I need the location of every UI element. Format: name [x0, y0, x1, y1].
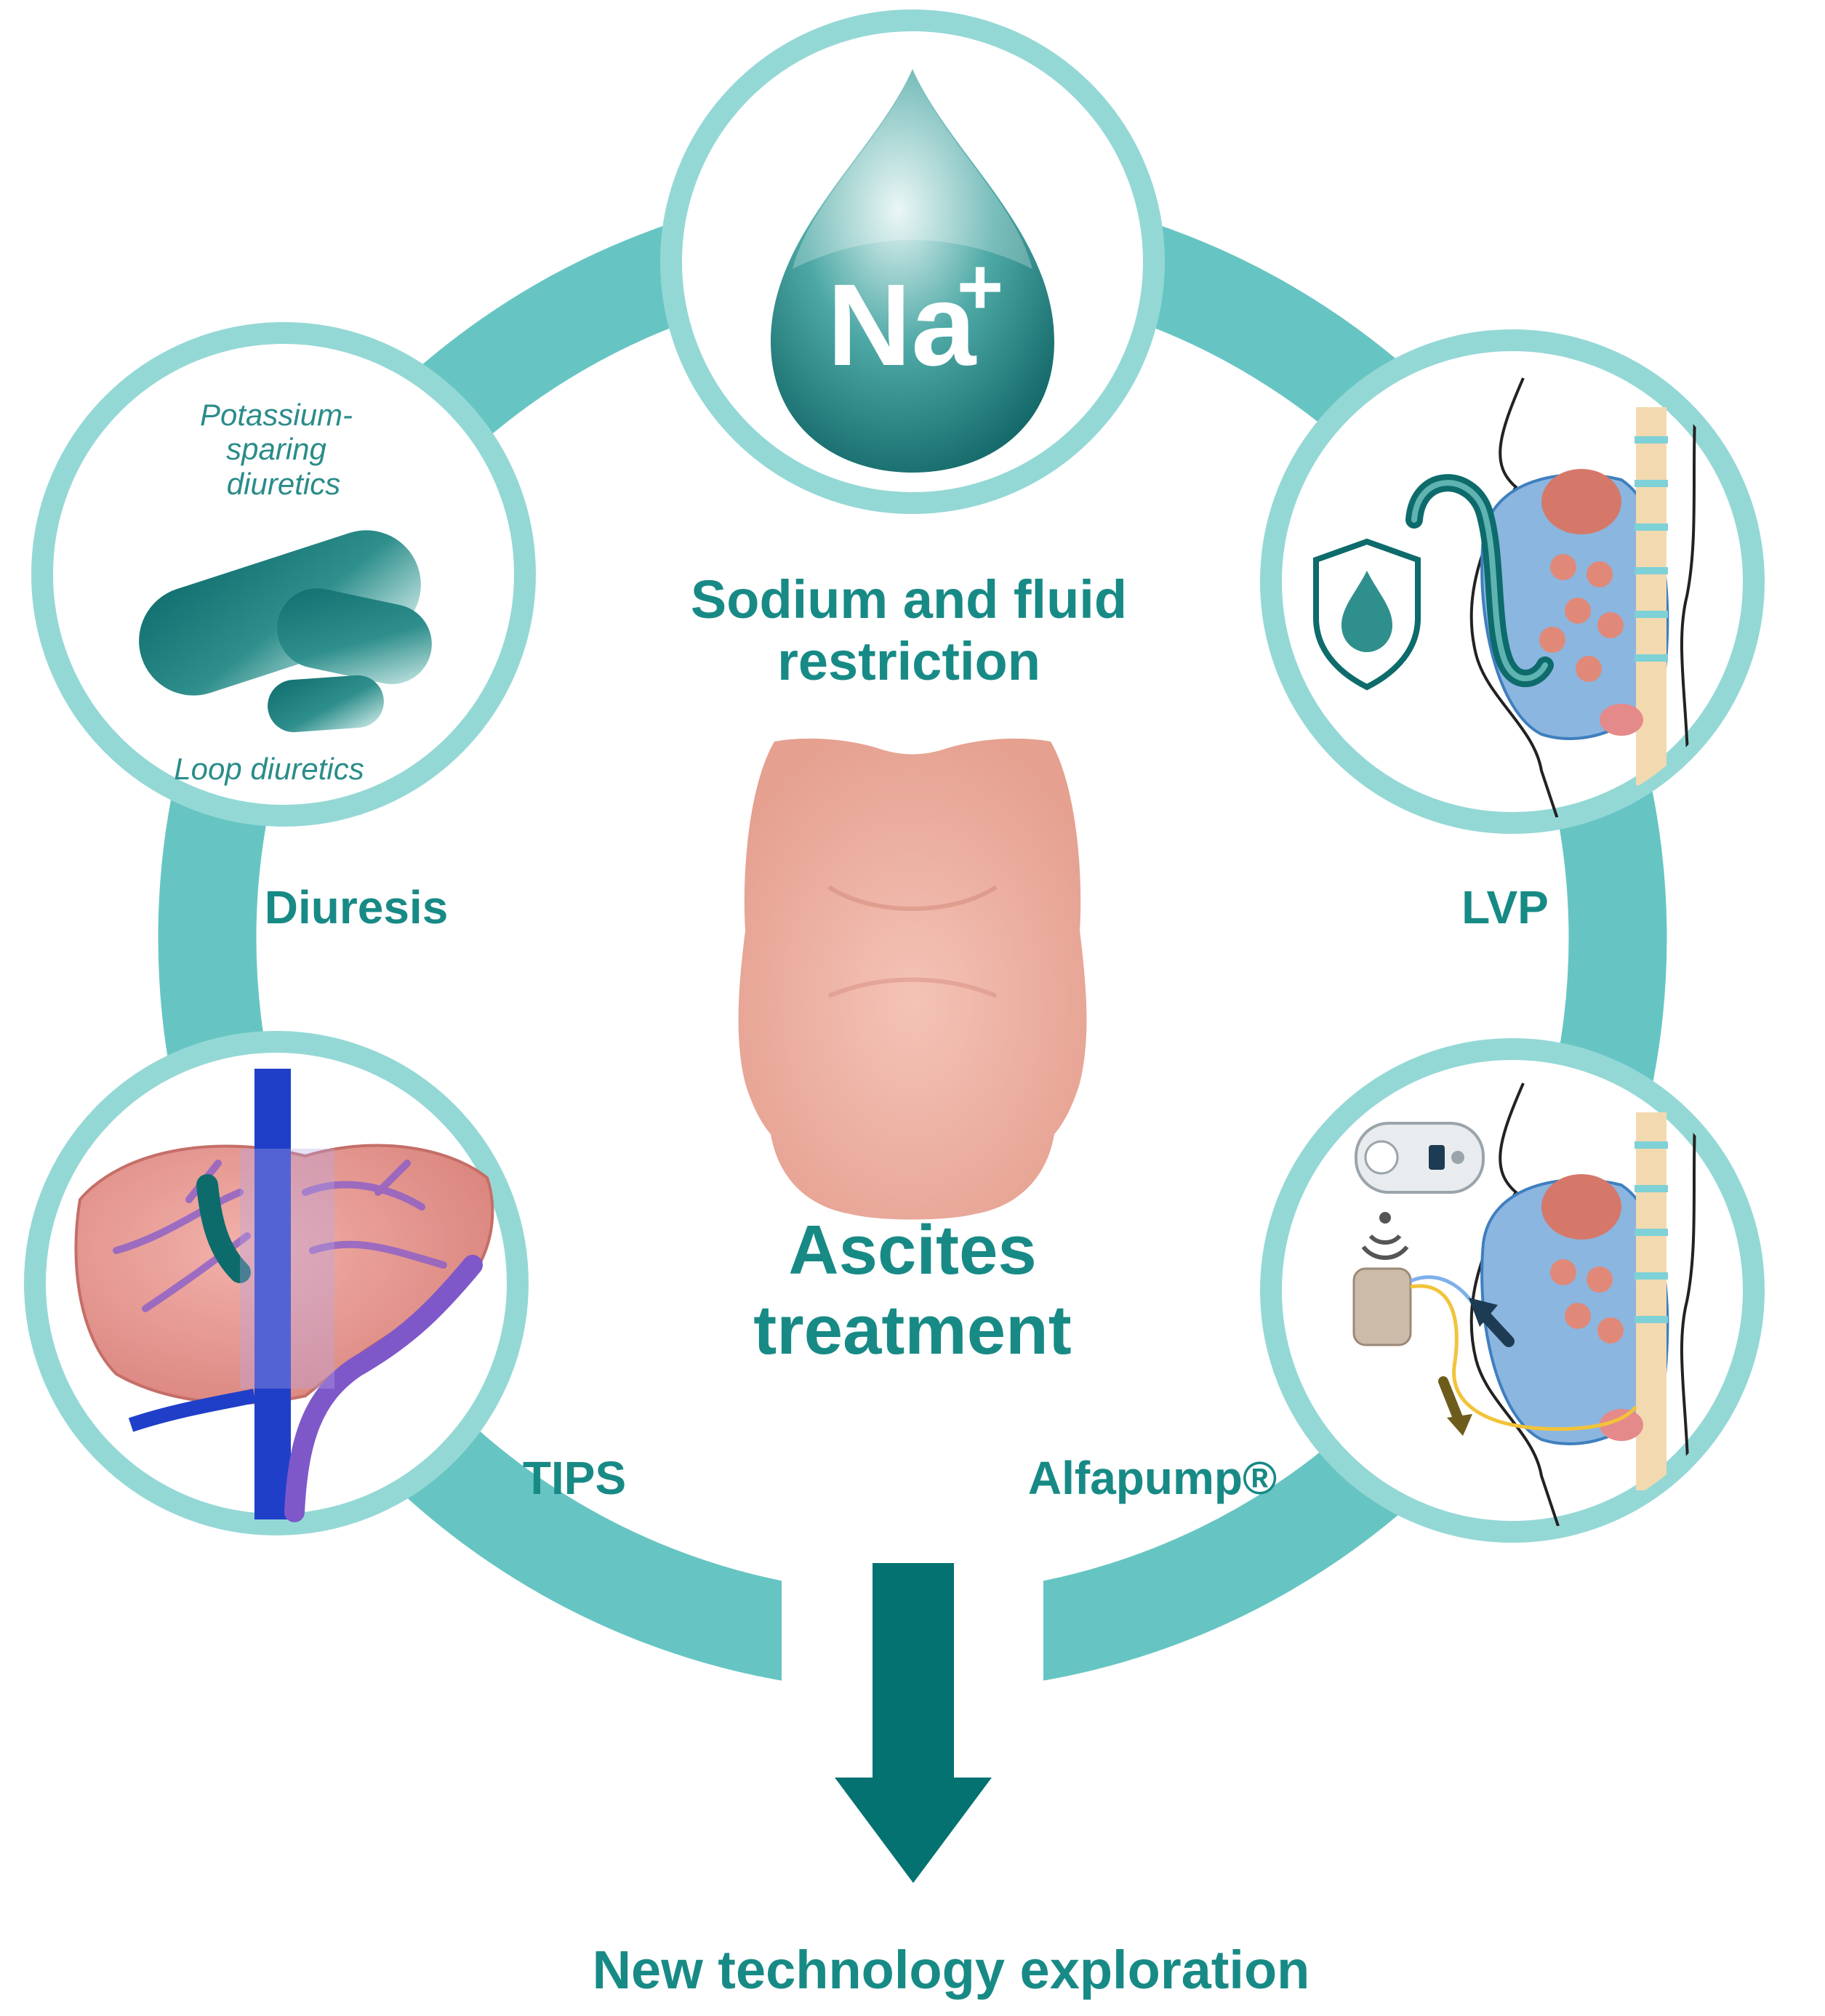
potassium-caption-line2: sparing: [226, 432, 326, 466]
loop-diuretics-caption: Loop diuretics: [174, 752, 364, 786]
new-technology-label: New technology exploration: [593, 1940, 1310, 2000]
lvp-label: LVP: [1461, 881, 1549, 933]
sodium-charge: +: [957, 242, 1003, 332]
charger-device-icon: [1355, 1122, 1485, 1194]
pill-small-icon: [268, 675, 384, 733]
center-title-line2: treatment: [753, 1291, 1071, 1369]
flow-arrow-down-icon: [1438, 1376, 1472, 1436]
pill-large-icon: [139, 530, 421, 696]
sodium-node: Na +: [660, 9, 1165, 514]
potassium-caption-line3: diuretics: [227, 467, 340, 501]
body-profile-icon: [1469, 342, 1703, 822]
shield-drop-icon: [1313, 538, 1421, 691]
pill-medium-icon: [277, 588, 432, 685]
potassium-caption-line1: Potassium-: [200, 398, 353, 432]
tips-node: [24, 1031, 529, 1535]
vena-cava-icon: [128, 1069, 291, 1519]
sodium-label-line1: Sodium and fluid: [691, 569, 1127, 630]
drainage-tube-icon: [1405, 474, 1554, 688]
sodium-symbol: Na: [827, 260, 977, 390]
sodium-label-line2: restriction: [777, 631, 1040, 691]
wireless-signal-icon: [1361, 1212, 1409, 1260]
lvp-node: [1260, 329, 1765, 834]
portal-vein-icon: [284, 1255, 483, 1522]
diuresis-node: Potassium- sparing diuretics Loop diuret…: [31, 322, 536, 827]
tips-stent-icon: [196, 1174, 251, 1283]
water-drop-icon: [771, 69, 1054, 473]
alfapump-label: Alfapump®: [1028, 1452, 1277, 1504]
tips-label: TIPS: [523, 1452, 626, 1504]
flow-arrow-up-icon: [1469, 1298, 1515, 1347]
organs-icon: [1539, 469, 1643, 736]
diuresis-label: Diuresis: [265, 881, 449, 933]
patient-torso-icon: [738, 738, 1087, 1220]
alfapump-organs-icon: [1541, 1174, 1643, 1441]
down-arrow-icon: [835, 1563, 992, 1883]
vein-branches-icon: [113, 1160, 447, 1312]
alfapump-node: [1260, 1038, 1765, 1543]
center-title-line1: Ascites: [788, 1211, 1037, 1289]
pump-implant-icon: [1352, 1267, 1412, 1346]
